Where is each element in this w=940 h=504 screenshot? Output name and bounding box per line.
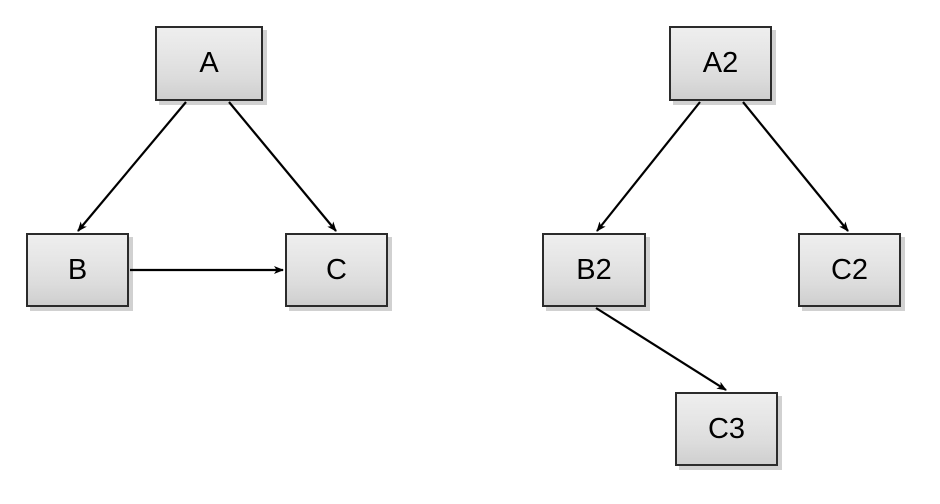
node-c2[interactable]: C2 (798, 233, 901, 307)
node-a[interactable]: A (155, 26, 263, 101)
node-b[interactable]: B (26, 233, 129, 307)
node-label-c2: C2 (830, 253, 869, 286)
edge-a2-to-c2 (742, 101, 849, 232)
node-label-b2: B2 (576, 253, 612, 286)
node-b2[interactable]: B2 (542, 233, 646, 307)
node-label-c3: C3 (707, 412, 746, 445)
edge-b2-to-c3 (595, 307, 727, 391)
edge-a-to-b (77, 101, 187, 232)
node-label-a2: A2 (702, 47, 739, 79)
node-c3[interactable]: C3 (675, 392, 778, 466)
edge-group (77, 101, 849, 391)
node-a2[interactable]: A2 (669, 26, 772, 101)
node-label-c: C (326, 253, 347, 286)
node-label-b: B (67, 253, 88, 286)
edge-a-to-c (228, 101, 337, 232)
edge-a2-to-b2 (596, 101, 701, 232)
node-c[interactable]: C (285, 233, 388, 307)
node-label-a: A (199, 47, 219, 79)
